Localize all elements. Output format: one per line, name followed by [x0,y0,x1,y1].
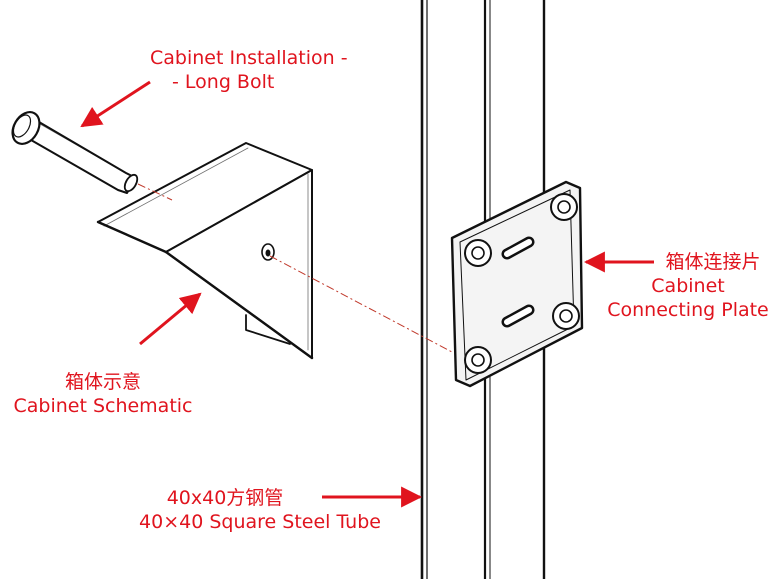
label-long-bolt: Cabinet Installation - - Long Bolt [150,46,348,94]
guide-bracket-to-plate [269,255,453,353]
plate-bolt-top-left [464,239,492,267]
guide-bolt-to-bracket [137,183,173,201]
arrow-long-bolt [80,80,151,128]
label-schematic-zh: 箱体示意 [64,371,141,393]
plate-bolt-bottom-left [464,346,492,374]
label-long-bolt-line2: - Long Bolt [172,71,275,93]
label-steel-tube-zh: 40x40方钢管 [166,487,284,509]
alignment-guides [137,183,453,353]
plate-slot-upper [501,236,535,260]
label-steel-tube-en: 40×40 Square Steel Tube [139,511,381,533]
plate-bolt-top-right [550,193,578,221]
cabinet-schematic [96,142,314,360]
label-long-bolt-line1: Cabinet Installation - [150,47,348,69]
plate-bolt-bottom-right [552,302,580,330]
long-bolt [11,111,139,194]
label-connecting-plate: 箱体连接片 Cabinet Connecting Plate [600,250,776,322]
connecting-plate [450,180,584,388]
annotation-arrows [80,80,654,508]
arrow-schematic [139,292,202,346]
label-schematic-en: Cabinet Schematic [13,395,193,417]
plate-slot-lower [501,304,535,328]
label-connecting-plate-zh: 箱体连接片 [665,251,761,273]
label-schematic: 箱体示意 Cabinet Schematic [8,370,198,418]
label-steel-tube: 40x40方钢管 40×40 Square Steel Tube [132,486,388,534]
label-connecting-plate-line1: Cabinet [651,275,725,297]
label-connecting-plate-line2: Connecting Plate [607,299,769,321]
